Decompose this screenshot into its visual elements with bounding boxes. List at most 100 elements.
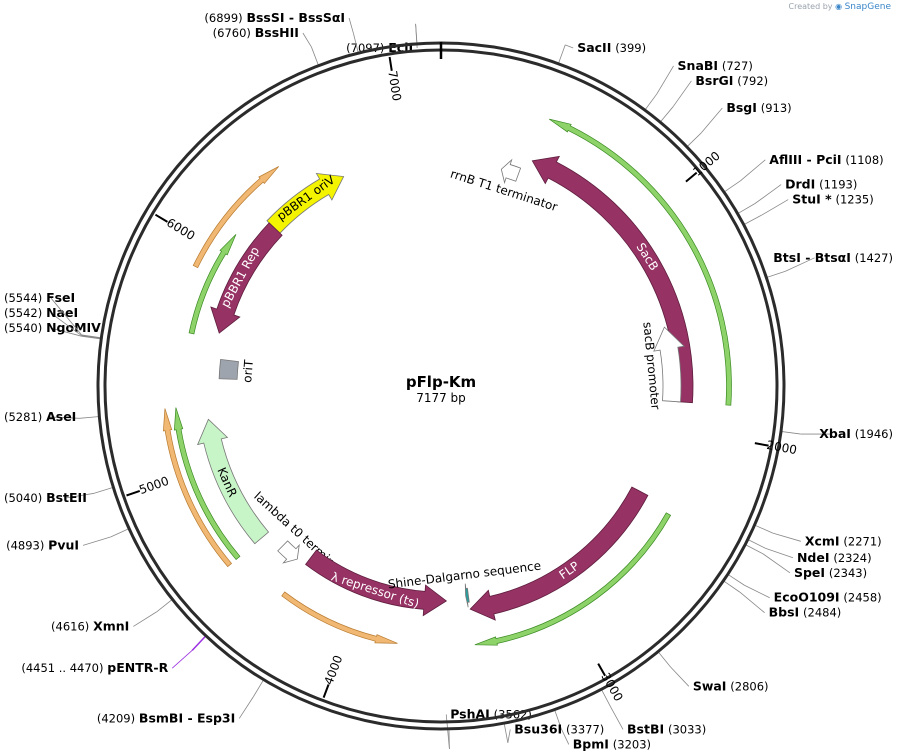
site-label: DrdI (1193) <box>785 177 857 192</box>
orange-bar[interactable] <box>192 166 280 269</box>
green-bar[interactable] <box>549 118 732 406</box>
site-leader <box>785 257 815 272</box>
site-label: (5040) BstEII <box>4 490 87 505</box>
site-label: (5542) NaeI <box>4 305 78 320</box>
site-label: SacII (399) <box>577 40 646 55</box>
site-bsmbi-esp3i[interactable]: (4209) BsmBI - Esp3I <box>97 680 264 725</box>
site-enzyme: FseI <box>46 290 75 305</box>
site-leader <box>672 80 692 108</box>
feature-pbbr1-rep[interactable]: pBBR1 Rep <box>210 222 283 334</box>
site-drdi[interactable]: DrdI (1193) <box>738 177 857 214</box>
site-leader <box>728 574 745 586</box>
site-leader <box>353 33 359 53</box>
site-btsi-bts-i[interactable]: BtsI - BtsαI (1427) <box>767 250 893 278</box>
feature-orit[interactable]: oriT <box>218 359 256 384</box>
site-leader <box>82 536 111 546</box>
tick-label: 1000 <box>690 149 722 179</box>
site-leader <box>48 416 80 419</box>
site-leader <box>724 180 741 192</box>
site-bbsi[interactable]: BbsI (2484) <box>723 580 841 620</box>
site-leader <box>744 214 762 225</box>
site-label: SwaI (2806) <box>693 678 769 693</box>
site-label: NdeI (2324) <box>797 550 872 565</box>
site-leader <box>50 312 82 336</box>
site-leader <box>687 132 702 147</box>
site-leader <box>503 724 509 743</box>
site-stui[interactable]: StuI * (1235) <box>744 192 874 225</box>
green-bar[interactable] <box>173 407 241 561</box>
green-bar[interactable] <box>474 512 672 646</box>
site-enzyme: pENTR-R <box>107 660 168 675</box>
site-position: (727) <box>722 59 753 73</box>
site-leader <box>79 416 99 419</box>
site-bpmi[interactable]: BpmI (3203) <box>554 710 651 752</box>
feature-kanr[interactable]: KanR <box>196 418 270 545</box>
pbbr1-rep-shape <box>210 222 283 334</box>
site-position: (4209) <box>97 711 135 725</box>
site-position: (5542) <box>4 306 42 320</box>
site-bsssi-bsss-i[interactable]: (6899) BssSI - BssSαI <box>204 10 359 53</box>
site-fsei[interactable]: (5544) FseI <box>4 290 101 338</box>
feature-pbbr1-oriv[interactable]: pBBR1 oriV <box>266 172 345 234</box>
site-leader <box>670 666 690 687</box>
site-bstbi[interactable]: BstBI (3033) <box>601 689 706 736</box>
site-xmni[interactable]: (4616) XmnI <box>51 599 172 633</box>
tick-label: 4000 <box>322 653 346 687</box>
site-label: BtsI - BtsαI (1427) <box>773 250 893 265</box>
site-ecoo109i[interactable]: EcoO109I (2458) <box>728 574 882 605</box>
site-leader <box>238 696 254 719</box>
site-label: (5540) NgoMIV <box>4 320 101 335</box>
site-asei[interactable]: (5281) AseI <box>4 409 99 424</box>
site-bsu36i[interactable]: Bsu36I (3377) <box>503 721 604 743</box>
orange-bar[interactable] <box>281 591 398 644</box>
site-xbai[interactable]: XbaI (1946) <box>781 426 893 441</box>
site-bsshii[interactable]: (6760) BssHII <box>213 25 319 65</box>
site-pentr-r[interactable]: (4451 .. 4470) pENTR-R <box>21 635 206 676</box>
site-ngomiv[interactable]: (5540) NgoMIV <box>4 320 101 340</box>
site-label: StuI * (1235) <box>792 192 874 207</box>
sacb-promoter-label: sacB promoter <box>640 321 662 410</box>
site-spei[interactable]: SpeI (2343) <box>745 544 867 580</box>
site-label: (4616) XmnI <box>51 618 129 633</box>
site-bsgi[interactable]: BsgI (913) <box>687 100 792 147</box>
site-leader <box>660 106 674 122</box>
green-bar[interactable] <box>188 234 237 335</box>
site-bsteii[interactable]: (5040) BstEII <box>4 487 113 505</box>
site-leader <box>744 584 770 599</box>
site-leader <box>156 599 172 613</box>
site-label: (6899) BssSI - BssSαI <box>204 10 345 25</box>
site-xcmi[interactable]: XcmI (2271) <box>755 525 882 548</box>
site-snabi[interactable]: SnaBI (727) <box>645 58 753 110</box>
site-leader <box>554 710 562 729</box>
site-leader <box>748 539 766 549</box>
orange-bar[interactable] <box>162 408 233 568</box>
site-enzyme: BpmI <box>573 736 609 751</box>
site-leader <box>761 199 789 216</box>
site-pvui[interactable]: (4893) PvuI <box>6 528 129 552</box>
credit-brand: SnapGene <box>844 2 891 12</box>
feature-flp[interactable]: FLP <box>469 486 649 621</box>
site-swai[interactable]: SwaI (2806) <box>658 652 769 693</box>
site-leader <box>253 680 264 697</box>
site-sacii[interactable]: SacII (399) <box>558 40 646 63</box>
site-label: (4893) PvuI <box>6 537 79 552</box>
tick-mark <box>597 663 606 677</box>
site-position: (913) <box>761 101 792 115</box>
site-afliii-pcii[interactable]: AflIII - PciI (1108) <box>724 152 884 192</box>
site-leader <box>81 335 101 340</box>
site-ndei[interactable]: NdeI (2324) <box>748 539 872 565</box>
shine-dalgarno-sequence-shape <box>464 583 470 608</box>
plasmid-size: 7177 bp <box>416 391 466 405</box>
site-bsrgi[interactable]: BsrGI (792) <box>660 73 768 122</box>
site-leader <box>560 728 570 745</box>
site-enzyme: BtsI - BtsαI <box>773 250 851 265</box>
site-naei[interactable]: (5542) NaeI <box>4 305 101 339</box>
site-enzyme: PvuI <box>48 537 79 552</box>
site-leader <box>348 17 354 34</box>
site-enzyme: SacII <box>577 40 611 55</box>
site-label: BsrGI (792) <box>695 73 768 88</box>
site-enzyme: Bsu36I <box>514 721 562 736</box>
site-leader <box>64 492 95 499</box>
site-enzyme: EcoO109I <box>774 590 840 605</box>
